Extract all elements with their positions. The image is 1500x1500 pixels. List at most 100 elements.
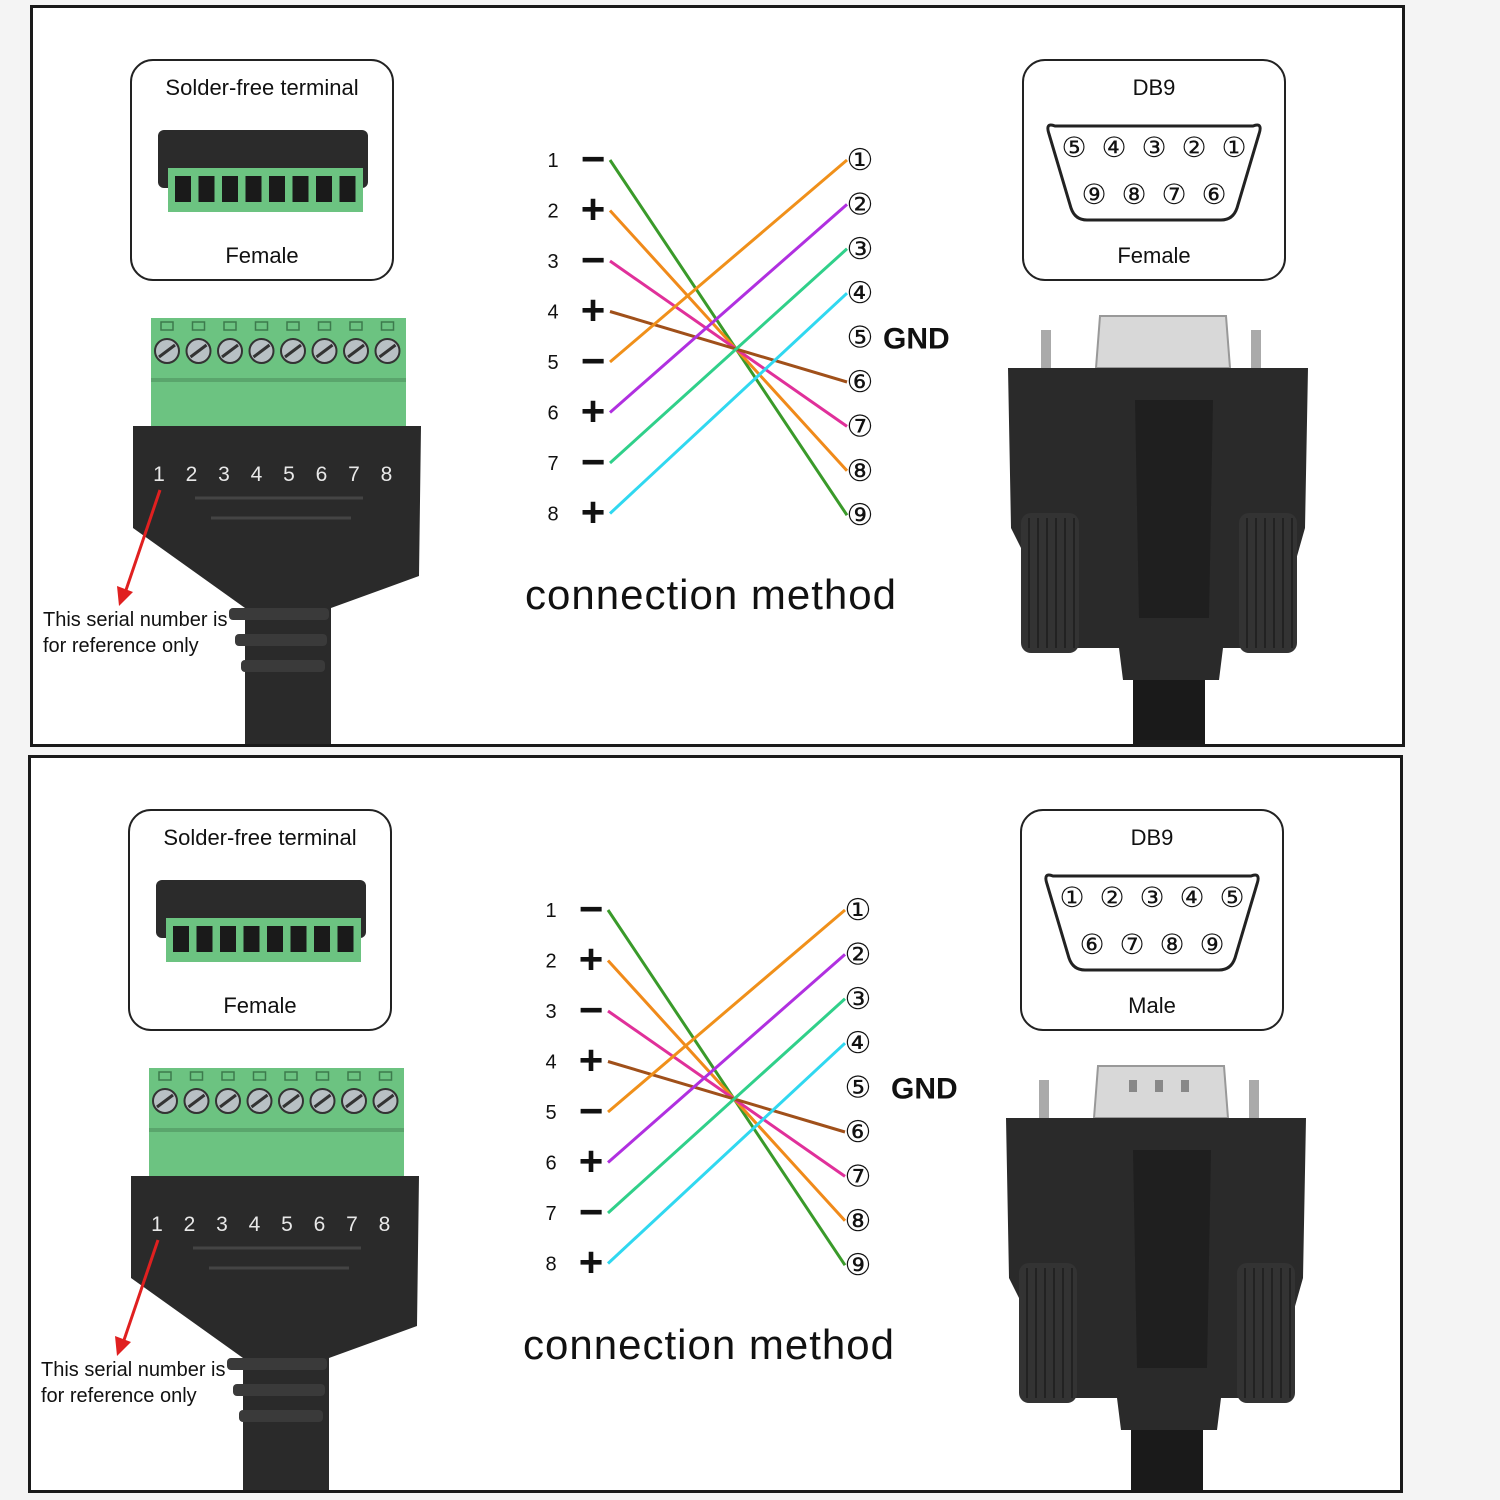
db9-pin-marker: ⑨ (845, 1248, 872, 1283)
wire-6-to-2 (609, 203, 848, 414)
db9-pin-label: ⑤ (1061, 131, 1086, 164)
boot-grip-ridge (233, 1384, 325, 1396)
boot-grip-ridge (241, 660, 325, 672)
callout-frame (1020, 809, 1284, 1031)
left-pin-number: 1 (547, 150, 558, 172)
screw-slot (313, 1093, 332, 1109)
boot-grip-ridge (229, 608, 329, 620)
left-pin-number: 8 (545, 1254, 556, 1276)
db9-pin-label: ⑧ (1159, 928, 1184, 961)
db9-pin-label: ① (1221, 131, 1246, 164)
wire-4-to-6 (609, 310, 848, 384)
plus-sign: + (581, 489, 606, 536)
terminal-slot-mark (286, 321, 300, 331)
db9-hood-center (1135, 400, 1213, 618)
terminal-slot-mark (254, 321, 269, 331)
mini-terminal-green (168, 168, 363, 212)
left-pin-number: 2 (545, 951, 556, 973)
db9-pin-label: ② (1181, 131, 1206, 164)
plus-sign: + (581, 186, 606, 233)
terminal-slot-mark (317, 321, 332, 331)
db9-shell-outline (1044, 873, 1260, 972)
left-pin-number: 5 (545, 1102, 556, 1124)
terminal-ridge (149, 1128, 404, 1132)
db9-pin-label: ④ (1101, 131, 1126, 164)
db9-connector-body (1006, 1065, 1306, 1490)
db9-title: DB9 (1131, 825, 1174, 850)
db9-hood-center (1133, 1150, 1211, 1368)
db9-pin-label: ⑥ (1201, 178, 1226, 211)
terminal-pin-number: 6 (316, 463, 328, 486)
db9-pin-marker: ③ (845, 982, 872, 1017)
screw-slot (187, 1093, 206, 1109)
db9-pin-marker: ② (847, 187, 874, 222)
terminal-slot-mark (191, 321, 206, 331)
reference-note-line2: for reference only (41, 1385, 197, 1407)
minus-sign: − (581, 236, 606, 283)
minus-sign: − (581, 135, 606, 182)
mini-terminal-slot (175, 176, 191, 202)
db9-pin-label: ⑥ (1079, 928, 1104, 961)
screw-slot (347, 343, 365, 359)
mini-terminal-slot (269, 176, 285, 202)
minus-sign: − (581, 438, 606, 485)
wire-2-to-8 (606, 959, 847, 1222)
terminal-pin-number: 8 (379, 1213, 391, 1236)
wire-5-to-1 (607, 908, 846, 1114)
mini-terminal-slot (267, 926, 283, 952)
terminal-slot-mark (349, 321, 363, 331)
db9-pin-label: ② (1099, 881, 1124, 914)
wire-8-to-4 (606, 1042, 847, 1265)
terminal-slot-mark (160, 321, 174, 331)
db9-shell-outline (1046, 123, 1262, 222)
cable-boot-body (131, 1176, 419, 1490)
connection-method-title: connection method (523, 1321, 895, 1368)
boot-grip-ridge (235, 634, 327, 646)
screw-slot (345, 1093, 363, 1109)
terminal-slot-mark (347, 1071, 361, 1081)
db9-pin-label: ③ (1141, 131, 1166, 164)
db9-pin-label: ④ (1179, 881, 1204, 914)
wire-2-to-8 (608, 209, 849, 472)
screw-slot (284, 343, 302, 359)
screw-slot (219, 1093, 237, 1109)
mini-terminal-green (166, 918, 361, 962)
left-pin-number: 3 (547, 251, 558, 273)
terminal-caption: Female (225, 243, 298, 268)
minus-sign: − (579, 986, 604, 1033)
mini-terminal-slot (316, 176, 332, 202)
db9-caption: Male (1128, 993, 1176, 1018)
db9-pin-label: ⑨ (1199, 928, 1224, 961)
db9-pin-marker: ④ (845, 1026, 872, 1061)
terminal-green-housing (149, 1068, 404, 1178)
mini-terminal-slot (243, 926, 260, 952)
db9-thumbscrew (1039, 1080, 1049, 1122)
mini-terminal-slot (314, 926, 330, 952)
db9-pin-marker: ③ (847, 232, 874, 267)
terminal-slot-mark (315, 1071, 330, 1081)
cable-boot-body (133, 426, 421, 744)
mini-terminal-slot (173, 926, 189, 952)
db9-pin-marker: ⑥ (845, 1115, 872, 1150)
plus-sign: + (581, 388, 606, 435)
left-pin-number: 7 (545, 1203, 556, 1225)
screw-slot (156, 1093, 174, 1109)
terminal-pin-number: 5 (283, 463, 295, 486)
left-pin-number: 4 (545, 1052, 556, 1074)
terminal-slot-mark (221, 1071, 235, 1081)
db9-pin-marker: ⑤ (845, 1071, 872, 1106)
mini-terminal-block-icon (158, 130, 368, 212)
db9-male-pin (1155, 1080, 1163, 1092)
db9-connector-body (1008, 315, 1308, 744)
terminal-pin-number: 1 (153, 463, 165, 486)
screw-slot (158, 343, 176, 359)
terminal-slot-mark (189, 1071, 204, 1081)
gnd-label: GND (891, 1073, 958, 1106)
plus-sign: + (579, 1037, 604, 1084)
wire-7-to-3 (608, 247, 849, 465)
